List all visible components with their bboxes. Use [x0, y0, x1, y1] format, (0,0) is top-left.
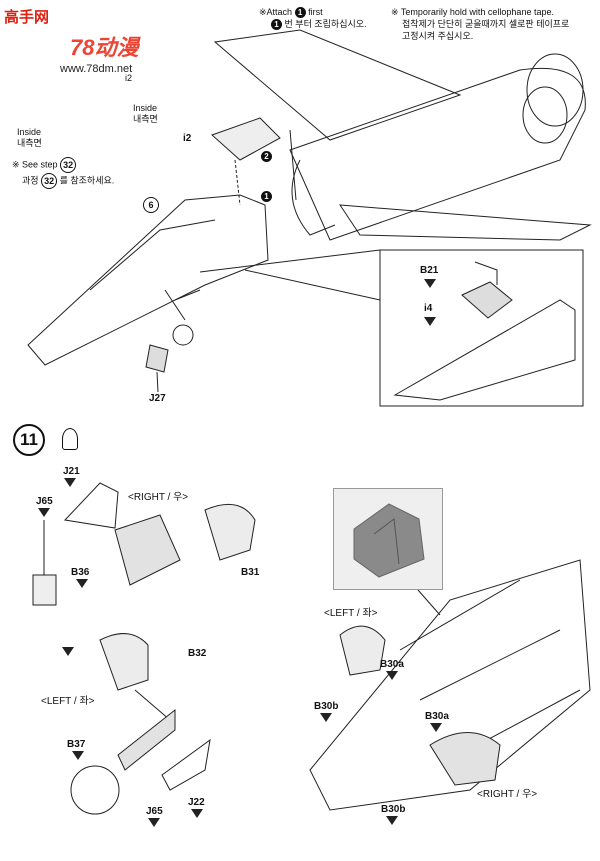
part-b30b-2: B30b	[381, 804, 406, 815]
part-b30b-1: B30b	[314, 701, 339, 712]
photo-shape	[353, 503, 425, 578]
glass-part-b37	[117, 708, 176, 771]
watermark-logo: 78动漫	[70, 35, 139, 60]
frame-part-j22	[161, 738, 211, 791]
aircraft-wing-lower	[339, 204, 592, 241]
callout-1: 1	[261, 188, 272, 206]
b30b-2-marker	[386, 816, 398, 825]
b30b-1-marker	[320, 713, 332, 722]
part-b37: B37	[67, 739, 86, 750]
i4-marker	[424, 317, 436, 326]
attach-note: ※Attach 1 first	[259, 7, 323, 19]
b30a-2-marker	[430, 723, 442, 732]
part-j21: J21	[63, 466, 80, 477]
i2-small-label: i2	[125, 73, 133, 83]
j65-left-marker	[148, 818, 160, 827]
inside-left-kr: 내측면	[17, 138, 42, 148]
see-step-note: ※ See step 32	[12, 157, 77, 173]
fuel-block	[32, 574, 57, 606]
hold-note-kr2: 고정시켜 주십시오.	[402, 31, 474, 41]
b36-marker	[76, 579, 88, 588]
j22-marker	[191, 809, 203, 818]
step-num-badge-kr: 1	[271, 19, 282, 31]
glass-part-b36	[114, 514, 181, 586]
canopy-part-i2	[211, 117, 281, 161]
right-group-title: <RIGHT / 우>	[128, 492, 189, 503]
assembly-right-title: <RIGHT / 우>	[477, 789, 538, 800]
b32-marker	[62, 647, 74, 656]
part-j27: J27	[149, 393, 166, 404]
see-step-badge-kr: 32	[41, 173, 58, 189]
callout-2: 2	[261, 148, 272, 166]
inset-frame	[379, 249, 584, 407]
hold-note-en: ※ Temporarily hold with cellophane tape.	[391, 7, 554, 17]
landing-gear	[164, 289, 201, 321]
j65-right-marker	[38, 508, 50, 517]
aircraft-fuselage-rear	[289, 67, 586, 241]
assembly-cover-right	[429, 732, 501, 786]
left-group-title: <LEFT / 좌>	[41, 696, 95, 707]
part-j65-left: J65	[146, 806, 163, 817]
callout-6: 6	[143, 196, 159, 214]
b30a-1-marker	[386, 671, 398, 680]
cover-part-b31	[204, 503, 256, 561]
magnifier-circle	[70, 765, 120, 815]
j21-marker	[64, 478, 76, 487]
hold-note-kr1: 접착제가 단단히 굳을때까지 셀로판 테이프로	[402, 19, 570, 29]
part-b32: B32	[188, 648, 207, 659]
front-fuselage	[27, 194, 269, 366]
part-j22: J22	[188, 797, 205, 808]
part-j65-right: J65	[36, 496, 53, 507]
part-b36: B36	[71, 567, 90, 578]
part-i4: i4	[424, 303, 433, 314]
part-b31: B31	[241, 567, 260, 578]
see-step-badge: 32	[60, 157, 77, 173]
part-b30a-1: B30a	[380, 659, 404, 670]
inside-right-kr: 내측면	[133, 114, 158, 124]
part-b21: B21	[420, 265, 439, 276]
aircraft-wing-upper	[213, 29, 462, 141]
part-b30a-2: B30a	[425, 711, 449, 722]
watermark: 高手网	[4, 6, 49, 27]
paint-icon	[62, 428, 78, 450]
step-number: 11	[13, 424, 45, 456]
part-photo	[333, 488, 443, 590]
watermark-url: www.78dm.net	[60, 63, 133, 75]
canopy-frame-j21	[63, 482, 119, 529]
assembly-left-title: <LEFT / 좌>	[324, 608, 378, 619]
see-step-kr: 과정 32 를 참조하세요.	[22, 173, 114, 189]
b21-marker	[424, 279, 436, 288]
inside-left-en: Inside	[17, 127, 42, 137]
panel-j27	[145, 344, 169, 373]
attach-note-kr: 1 번 부터 조립하십시오.	[271, 19, 367, 31]
inside-right-en: Inside	[133, 103, 158, 113]
b37-marker	[72, 751, 84, 760]
watermark-site: 高手网	[4, 9, 50, 26]
inset-part-i4	[461, 281, 513, 319]
assembly-cover-left	[339, 625, 386, 676]
part-i2: i2	[183, 133, 192, 144]
aircraft-exhaust	[526, 53, 584, 127]
cover-part-b32	[99, 633, 149, 691]
step-num-badge: 1	[294, 7, 306, 19]
assembly-fuselage	[309, 559, 591, 811]
